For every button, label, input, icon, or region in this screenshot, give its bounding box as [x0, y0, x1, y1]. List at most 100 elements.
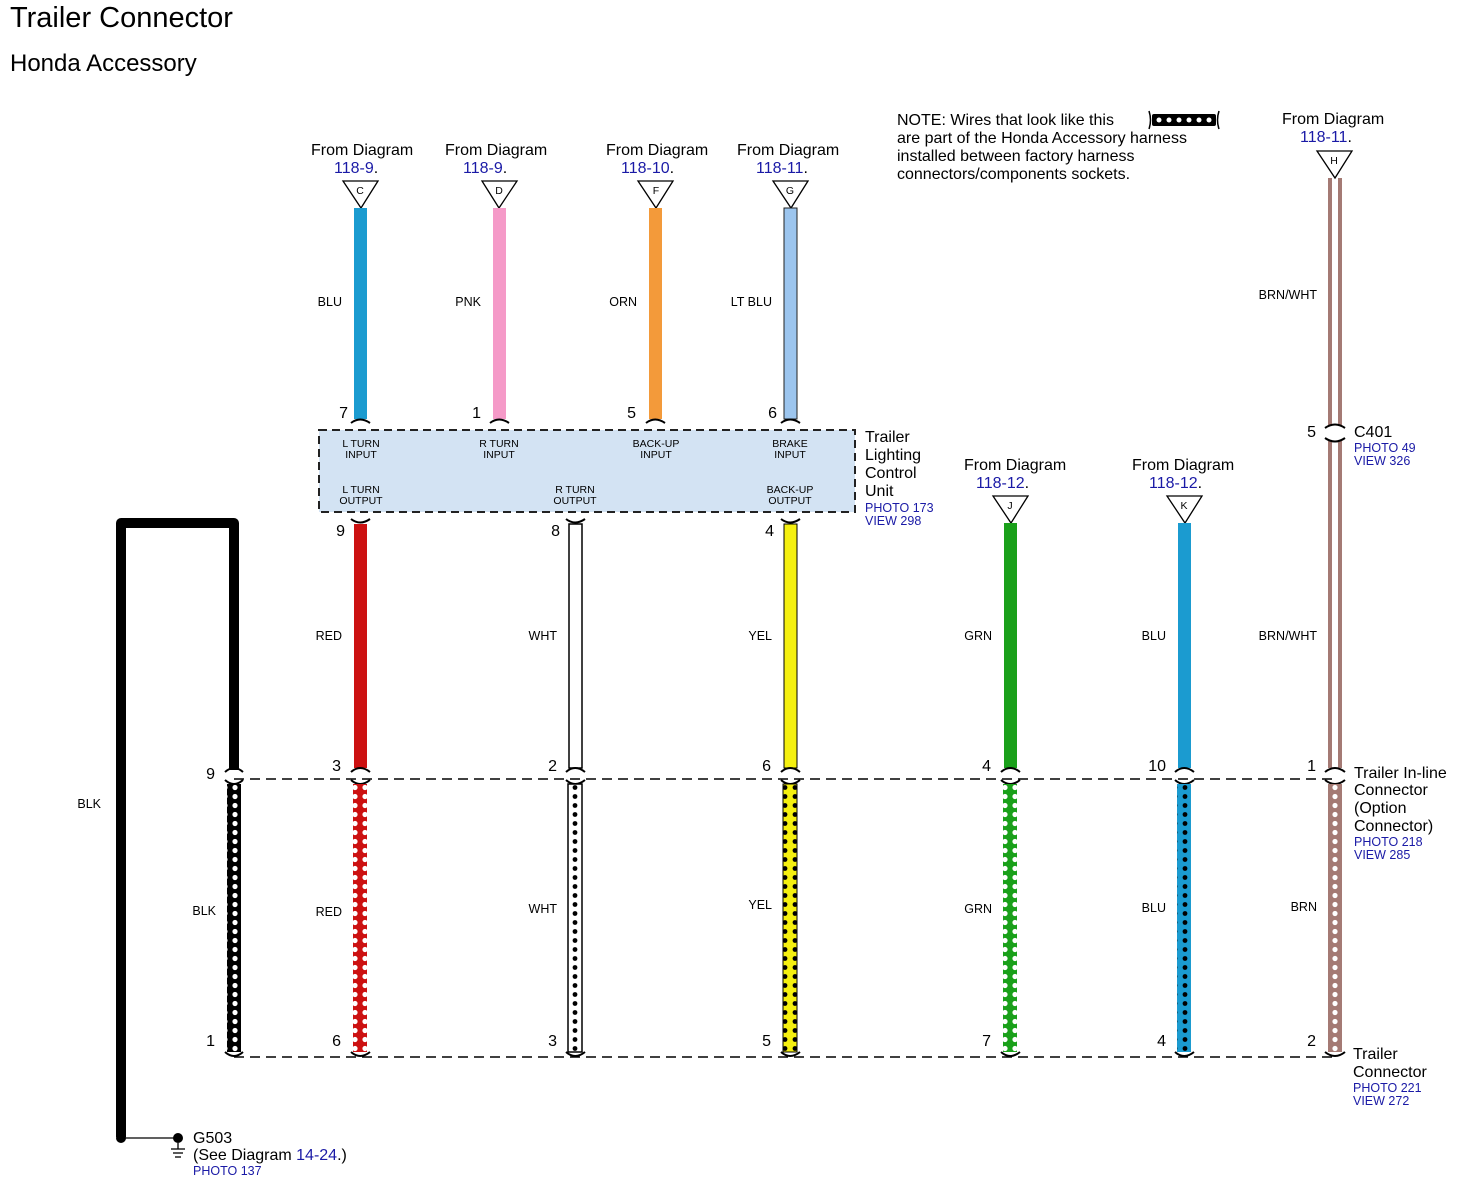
c401-view-link[interactable]: VIEW 326 — [1354, 454, 1410, 468]
control-unit-name: Trailer Lighting Control Unit PHOTO 173 … — [865, 429, 934, 528]
diagram-link[interactable]: 118-10. — [621, 160, 674, 177]
l-turn-input-label: L TURN — [342, 438, 379, 450]
pin-number: 8 — [551, 523, 560, 540]
harness-wire-blu[interactable]: BLU — [1142, 784, 1191, 1052]
source-letter: D — [495, 185, 503, 197]
trailer-connector[interactable]: 1 6 3 5 7 4 2 Trailer Connector PHOTO 22… — [206, 1033, 1427, 1108]
source-letter: G — [786, 185, 794, 197]
trailer-lighting-control-unit[interactable]: L TURN INPUT R TURN INPUT BACK-UP INPUT … — [318, 429, 856, 513]
pin-number: 6 — [332, 1033, 341, 1050]
control-unit-name-4: Unit — [865, 483, 894, 500]
wire-orn-input[interactable]: ORN 5 — [609, 208, 662, 422]
source-letter: J — [1007, 500, 1012, 512]
wire-blk-ground[interactable]: BLK — [77, 518, 239, 1137]
inline-connector-photo-link[interactable]: PHOTO 218 — [1354, 835, 1423, 849]
source-letter: F — [653, 185, 659, 197]
wire-color-label: WHT — [529, 629, 558, 643]
pin-number: 10 — [1148, 758, 1166, 775]
control-unit-input-terminals — [350, 418, 801, 424]
trailer-inline-connector[interactable]: 9 3 2 6 4 10 1 Trailer In-line Connector… — [206, 758, 1447, 862]
inline-connector-name-2: Connector — [1354, 782, 1428, 799]
trailer-connector-photo-link[interactable]: PHOTO 221 — [1353, 1081, 1422, 1095]
harness-wire-wht[interactable]: WHT — [529, 783, 583, 1053]
wire-color-label: GRN — [964, 629, 992, 643]
harness-wire-red[interactable]: RED — [316, 784, 367, 1052]
source-D[interactable]: From Diagram 118-9. D — [445, 142, 547, 210]
pin-number: 4 — [982, 758, 991, 775]
from-diagram-label: From Diagram — [1132, 457, 1234, 474]
wire-yel-mid[interactable]: YEL 4 — [748, 523, 798, 769]
l-turn-input-label-2: INPUT — [345, 449, 377, 461]
from-diagram-label: From Diagram — [737, 142, 839, 159]
harness-wire-grn[interactable]: GRN — [964, 784, 1017, 1052]
pin-number: 2 — [1307, 1033, 1316, 1050]
control-unit-photo-link[interactable]: PHOTO 173 — [865, 501, 934, 515]
wire-lt-blu-input[interactable]: LT BLU 6 — [731, 207, 798, 422]
ground-icon — [171, 1143, 185, 1158]
source-K[interactable]: From Diagram 118-12. K — [1132, 457, 1234, 525]
source-C[interactable]: From Diagram 118-9. C — [311, 142, 413, 210]
wire-red-mid[interactable]: RED 9 — [316, 523, 367, 768]
wire-color-label: RED — [316, 905, 342, 919]
r-turn-input-label-2: INPUT — [483, 449, 515, 461]
wire-color-label: YEL — [748, 629, 772, 643]
ground-photo-link[interactable]: PHOTO 137 — [193, 1164, 262, 1178]
diagram-link[interactable]: 118-9. — [463, 160, 507, 177]
inline-connector-name-1: Trailer In-line — [1354, 765, 1447, 782]
wire-color-label: BRN/WHT — [1259, 629, 1318, 643]
diagram-link[interactable]: 118-12. — [976, 475, 1029, 492]
wire-color-label: WHT — [529, 902, 558, 916]
wire-color-label: BLK — [77, 797, 101, 811]
wire-blu-mid[interactable]: BLU — [1142, 523, 1191, 768]
r-turn-output-label-2: OUTPUT — [553, 495, 597, 507]
wire-grn-mid[interactable]: GRN — [964, 523, 1017, 768]
page-subtitle: Honda Accessory — [10, 50, 197, 77]
wire-color-label: BLU — [1142, 629, 1166, 643]
ground-diagram-link[interactable]: 14-24 — [296, 1147, 337, 1164]
wire-brn-wht[interactable]: BRN/WHT BRN/WHT — [1259, 178, 1342, 768]
inline-connector-view-link[interactable]: VIEW 285 — [1354, 848, 1410, 862]
back-up-output-label: BACK-UP — [767, 484, 814, 496]
wire-wht-mid[interactable]: WHT 8 — [529, 523, 583, 769]
diagram-link[interactable]: 118-9. — [334, 160, 378, 177]
r-turn-input-label: R TURN — [479, 438, 518, 450]
harness-wire-blk[interactable]: BLK — [192, 784, 241, 1052]
pin-number: 6 — [762, 758, 771, 775]
l-turn-output-label: L TURN — [342, 484, 379, 496]
ground-see-diagram: (See Diagram 14-24.) — [193, 1147, 347, 1164]
c401-connector[interactable]: 5 C401 PHOTO 49 VIEW 326 — [1307, 423, 1416, 468]
inline-connector-name-3: (Option — [1354, 800, 1406, 817]
source-G[interactable]: From Diagram 118-11. G — [737, 142, 839, 210]
diagram-link[interactable]: 118-12. — [1149, 475, 1202, 492]
wire-pnk-input[interactable]: PNK 1 — [455, 208, 506, 422]
source-H[interactable]: From Diagram 118-11. H — [1282, 111, 1384, 180]
source-F[interactable]: From Diagram 118-10. F — [606, 142, 708, 210]
note: NOTE: Wires that look like this are part… — [897, 110, 1220, 183]
note-line-4: connectors/components sockets. — [897, 166, 1130, 183]
diagram-link[interactable]: 118-11. — [756, 160, 808, 177]
pin-number: 7 — [982, 1033, 991, 1050]
pin-number: 7 — [339, 405, 348, 422]
page-title: Trailer Connector — [10, 2, 233, 34]
wire-blu-input[interactable]: BLU 7 — [318, 208, 367, 422]
trailer-connector-view-link[interactable]: VIEW 272 — [1353, 1094, 1409, 1108]
back-up-output-label-2: OUTPUT — [768, 495, 812, 507]
harness-wire-brn[interactable]: BRN — [1291, 784, 1342, 1052]
wire-color-label: PNK — [455, 295, 481, 309]
from-diagram-label: From Diagram — [964, 457, 1066, 474]
note-line-2: are part of the Honda Accessory harness — [897, 130, 1187, 147]
inline-connector-name-4: Connector) — [1354, 818, 1433, 835]
wire-color-label: ORN — [609, 295, 637, 309]
wire-color-label: YEL — [748, 898, 772, 912]
harness-wire-yel[interactable]: YEL — [748, 783, 798, 1053]
pin-number: 9 — [206, 766, 215, 783]
back-up-input-label-2: INPUT — [640, 449, 672, 461]
diagram-link[interactable]: 118-11. — [1300, 129, 1352, 146]
c401-photo-link[interactable]: PHOTO 49 — [1354, 441, 1416, 455]
from-diagram-label: From Diagram — [445, 142, 547, 159]
source-letter: C — [356, 185, 364, 197]
ground-g503[interactable]: G503 (See Diagram 14-24.) PHOTO 137 — [116, 1130, 347, 1178]
wire-color-label: RED — [316, 629, 342, 643]
control-unit-view-link[interactable]: VIEW 298 — [865, 514, 921, 528]
source-J[interactable]: From Diagram 118-12. J — [964, 457, 1066, 525]
